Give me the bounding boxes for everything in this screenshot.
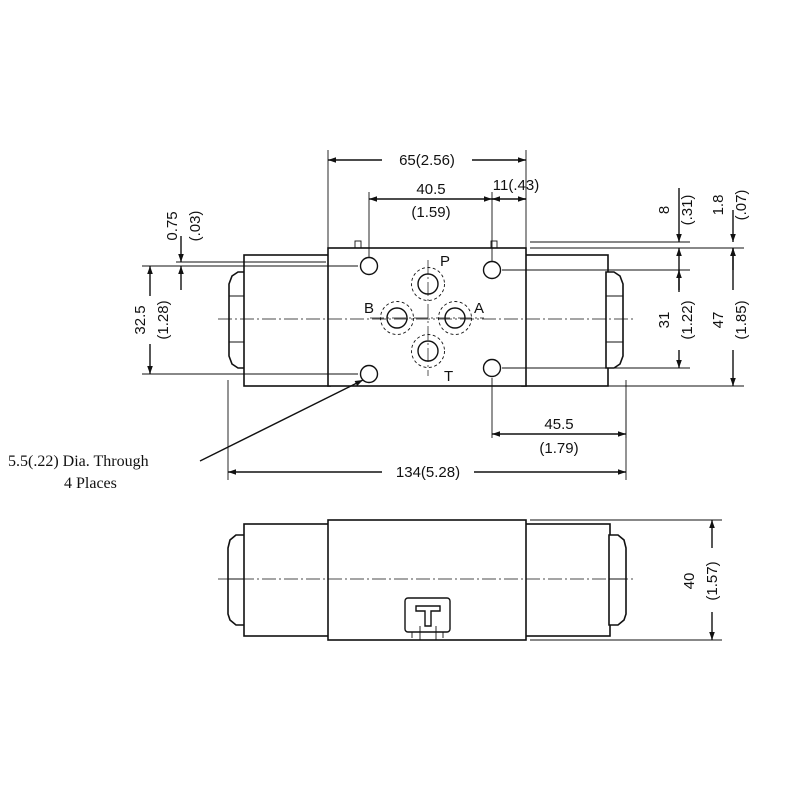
dim-1-8-in: (.07) [733,190,750,221]
hole-callout-line1: 5.5(.22) Dia. Through [8,453,149,470]
dim-47-mm: 47 [710,312,727,329]
mounting-hole [359,364,379,384]
dim-32-5-in: (1.28) [155,300,172,339]
mounting-hole [482,358,502,378]
side-view: 40 (1.57) [218,519,726,641]
manual-override [404,597,451,640]
side-right-solenoid [523,523,611,637]
mounting-hole [482,260,502,280]
dim-32-5-mm: 32.5 [132,305,149,334]
dim-40-in: (1.57) [704,561,721,600]
left-solenoid [243,254,331,387]
dim-65: 65(2.56) [399,152,455,169]
side-left-solenoid [243,523,331,637]
dim-0-75-mm: 0.75 [164,211,181,240]
side-valve-body [327,519,527,641]
valve-body [327,247,527,387]
side-right-end-cap [608,534,627,626]
port-label-b: B [364,300,374,317]
top-view: P B A T 65(2.56) 40.5 (1.59) [8,150,752,492]
side-left-end-cap [227,534,246,626]
dim-0-75-in: (.03) [187,211,204,242]
dim-1-8-mm: 1.8 [710,195,727,216]
hole-callout-line2: 4 Places [64,475,117,492]
dim-47-in: (1.85) [733,300,750,339]
port-label-p: P [440,253,450,270]
port-label-a: A [474,300,484,317]
mounting-hole [359,256,379,276]
dim-40-mm: 40 [681,573,698,590]
right-end-cap [605,271,624,369]
dim-45-5-in: (1.79) [539,440,578,457]
right-solenoid [521,254,609,387]
dim-11: 11(.43) [493,177,539,194]
dim-134: 134(5.28) [396,464,460,481]
port-label-t: T [444,368,453,385]
dim-8-mm: 8 [656,206,673,214]
dim-45-5-mm: 45.5 [544,416,573,433]
dim-31-in: (1.22) [679,300,696,339]
dim-8-in: (.31) [679,195,696,226]
dim-31-mm: 31 [656,312,673,329]
dim-40-5-mm: 40.5 [416,181,445,198]
dim-40-5-in: (1.59) [411,204,450,221]
